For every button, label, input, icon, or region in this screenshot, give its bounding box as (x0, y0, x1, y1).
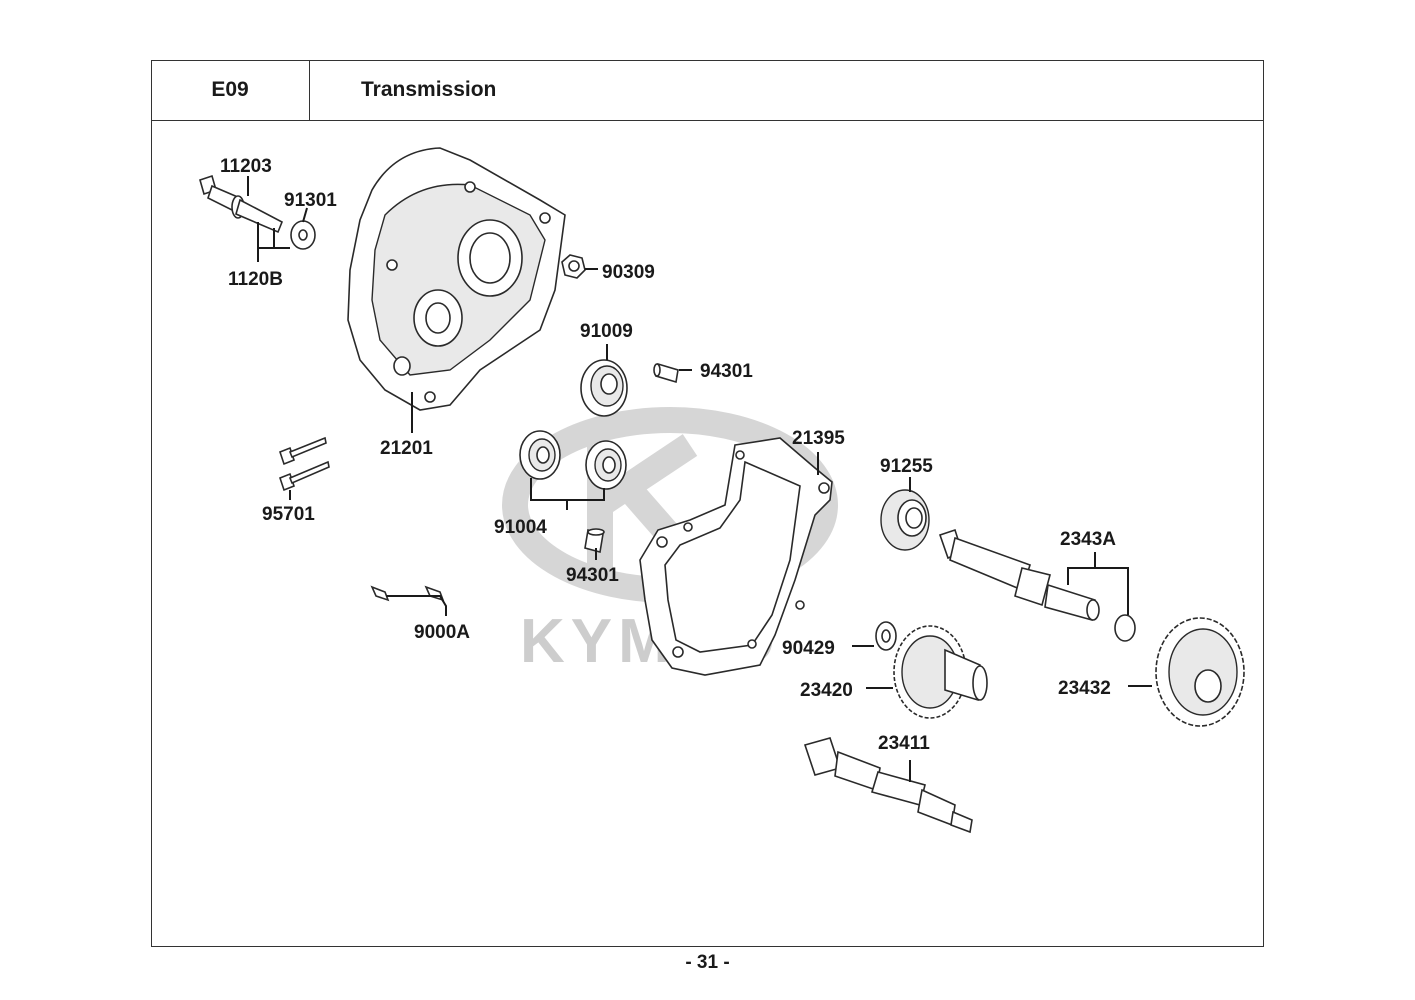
part-label-91255: 91255 (880, 456, 933, 477)
part-label-94301-lower: 94301 (566, 565, 619, 586)
part-label-23432: 23432 (1058, 678, 1111, 699)
part-label-90429: 90429 (782, 638, 835, 659)
nut-90309 (561, 254, 586, 279)
part-label-2343A: 2343A (1060, 529, 1116, 550)
bolts-95701 (279, 436, 330, 492)
part-label-91004: 91004 (494, 517, 547, 538)
oil-seal-91255 (880, 489, 930, 551)
washer-91301 (290, 220, 316, 250)
part-label-91301: 91301 (284, 190, 337, 211)
gasket-21395 (639, 437, 833, 676)
dowel-pin-94301-lower (584, 528, 605, 553)
part-label-21201: 21201 (380, 438, 433, 459)
part-label-11203: 11203 (220, 156, 272, 177)
section-code: E09 (151, 60, 310, 121)
gear-23420 (893, 625, 988, 719)
bolts-9000A (370, 585, 445, 602)
part-label-9000A: 9000A (414, 622, 470, 643)
circlip-2343A (1114, 614, 1136, 642)
dowel-pin-94301-upper (653, 362, 679, 384)
part-label-23411: 23411 (878, 733, 930, 754)
part-label-21395: 21395 (792, 428, 845, 449)
diagram-frame (151, 60, 1264, 947)
part-label-90309: 90309 (602, 262, 655, 283)
bolt-11203 (199, 174, 284, 234)
page-number: - 31 - (685, 952, 730, 973)
bearing-91009 (580, 359, 628, 417)
part-label-91009: 91009 (580, 321, 633, 342)
section-title: Transmission (310, 60, 1264, 121)
transmission-case-21201 (347, 147, 566, 411)
part-label-1120B: 1120B (228, 269, 283, 290)
part-label-23420: 23420 (800, 680, 853, 701)
part-label-94301-upper: 94301 (700, 361, 753, 382)
shaft-23411 (803, 737, 973, 834)
shaft-2343A (938, 528, 1100, 622)
bearings-91004 (519, 430, 627, 490)
part-label-95701: 95701 (262, 504, 315, 525)
gear-23432 (1155, 617, 1245, 727)
washer-90429 (875, 621, 897, 651)
